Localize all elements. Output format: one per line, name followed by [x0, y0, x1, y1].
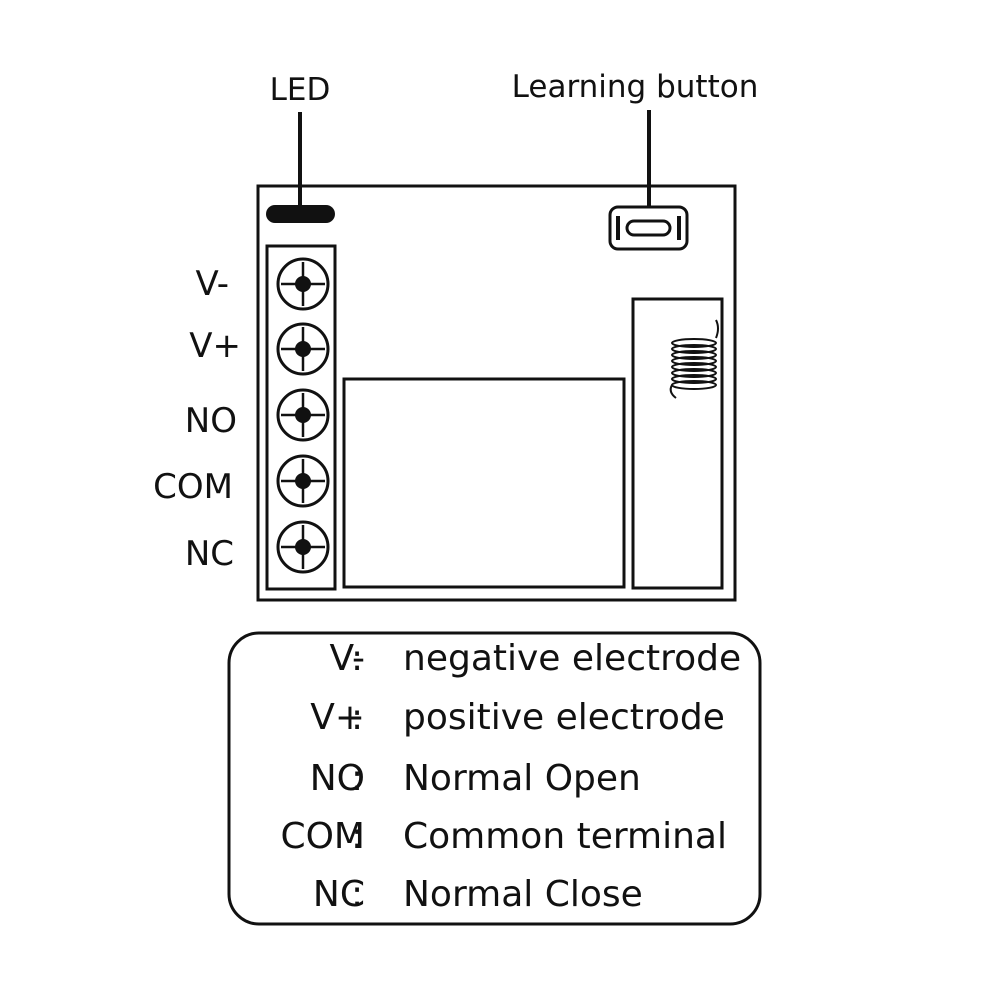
terminal-label-no: NO: [185, 401, 237, 441]
terminal-screw-com: [276, 454, 330, 508]
legend-separator: :: [351, 874, 364, 915]
terminal-screw-v-minus: [276, 257, 330, 311]
legend-row: COM : Common terminal: [230, 816, 760, 866]
terminal-label-com: COM: [153, 467, 233, 507]
board-outline: [256, 184, 737, 602]
legend-description: negative electrode: [403, 638, 742, 679]
legend-separator: :: [351, 758, 364, 799]
legend-description: positive electrode: [403, 697, 725, 738]
terminal-block: [265, 244, 337, 591]
legend-description: Normal Open: [403, 758, 641, 799]
terminal-label-v-minus: V-: [195, 264, 229, 304]
legend-key: V-: [329, 638, 365, 679]
terminal-screw-nc: [276, 520, 330, 574]
led-indicator: [266, 205, 335, 223]
learning-button[interactable]: [608, 205, 689, 251]
legend-description: Common terminal: [403, 816, 727, 857]
legend-row: V+ : positive electrode: [230, 697, 760, 747]
relay-box: [342, 377, 626, 589]
terminal-screw-no: [276, 388, 330, 442]
legend-row: NC : Normal Close: [230, 874, 760, 924]
antenna-coil-icon: [669, 319, 719, 399]
terminal-label-v-plus: V+: [189, 326, 241, 366]
legend-row: V- : negative electrode: [230, 638, 760, 688]
learning-button-callout-label: Learning button: [512, 69, 759, 105]
legend-description: Normal Close: [403, 874, 643, 915]
antenna-compartment: [631, 297, 724, 590]
legend-key: COM: [280, 816, 365, 857]
legend-row: NO : Normal Open: [230, 758, 760, 808]
legend-key: NO: [309, 758, 365, 799]
legend-key: NC: [312, 874, 365, 915]
legend-separator: :: [351, 697, 364, 738]
led-callout-label: LED: [270, 72, 331, 108]
legend-key: V+: [310, 697, 365, 738]
legend-separator: :: [351, 638, 364, 679]
terminal-screw-v-plus: [276, 322, 330, 376]
terminal-label-nc: NC: [185, 534, 234, 574]
legend-box: [227, 631, 762, 926]
legend-separator: :: [351, 816, 364, 857]
